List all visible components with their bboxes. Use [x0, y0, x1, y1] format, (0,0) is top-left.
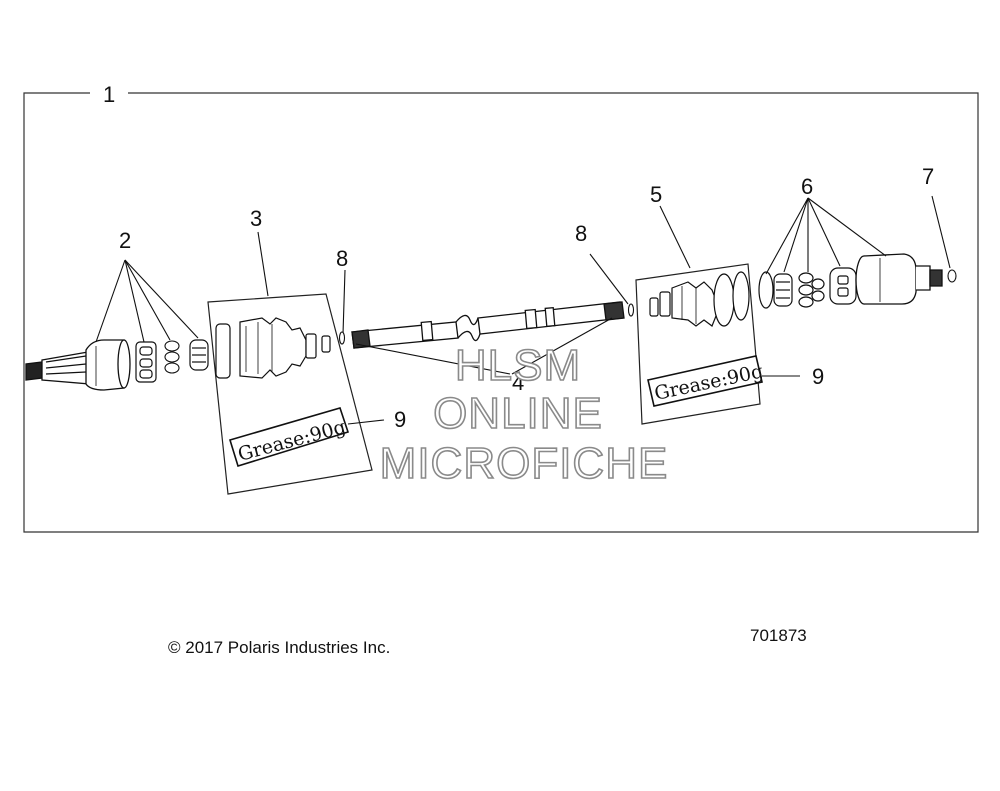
- inner-cv-housing: [855, 253, 943, 305]
- drawing-number: 701873: [750, 626, 807, 645]
- inner-cv-parts: [758, 267, 857, 309]
- inner-boot-kit-box: [635, 263, 761, 425]
- callout-8-right: 8: [575, 221, 587, 246]
- callout-1: 1: [103, 82, 115, 107]
- watermark: HLSM ONLINE MICROFICHE: [379, 340, 669, 489]
- watermark-line-3: MICROFICHE: [380, 439, 669, 488]
- half-shaft: [351, 301, 625, 349]
- watermark-line-1: HLSM: [455, 341, 581, 390]
- leader-line-8-left: [342, 269, 346, 335]
- leader-lines-2: [95, 259, 199, 343]
- retaining-ring-right: [627, 303, 635, 317]
- callout-9-right: 9: [812, 364, 824, 389]
- callout-7: 7: [922, 164, 934, 189]
- callout-5: 5: [650, 182, 662, 207]
- outer-cv-cage: [135, 341, 157, 383]
- callout-4: 4: [512, 370, 524, 395]
- callout-9-left: 9: [394, 407, 406, 432]
- watermark-line-2: ONLINE: [433, 389, 603, 438]
- grease-label-right-box: Grease:90g: [647, 355, 765, 407]
- retaining-ring-left: [338, 331, 346, 345]
- outer-boot-kit-box: [207, 293, 373, 495]
- callout-2: 2: [119, 228, 131, 253]
- circlip: [947, 269, 957, 283]
- copyright-text: © 2017 Polaris Industries Inc.: [168, 638, 391, 657]
- leader-line-5: [659, 205, 691, 269]
- inner-boot: [649, 271, 750, 327]
- assembly-frame: [23, 92, 979, 533]
- leader-line-9-left: [347, 419, 385, 425]
- outer-cv-balls: [164, 340, 180, 374]
- leader-line-8-right: [589, 253, 629, 305]
- leader-lines-6: [765, 197, 887, 275]
- callout-8-left: 8: [336, 246, 348, 271]
- leader-line-7: [931, 195, 951, 269]
- outer-boot: [215, 317, 331, 379]
- outer-cv-inner-race: [189, 339, 209, 371]
- grease-label-left-box: Grease:90g: [228, 407, 350, 468]
- leader-lines-4: [355, 317, 613, 375]
- callout-6: 6: [801, 174, 813, 199]
- callout-3: 3: [250, 206, 262, 231]
- outer-cv-joint: [25, 339, 131, 391]
- leader-line-3: [257, 231, 269, 297]
